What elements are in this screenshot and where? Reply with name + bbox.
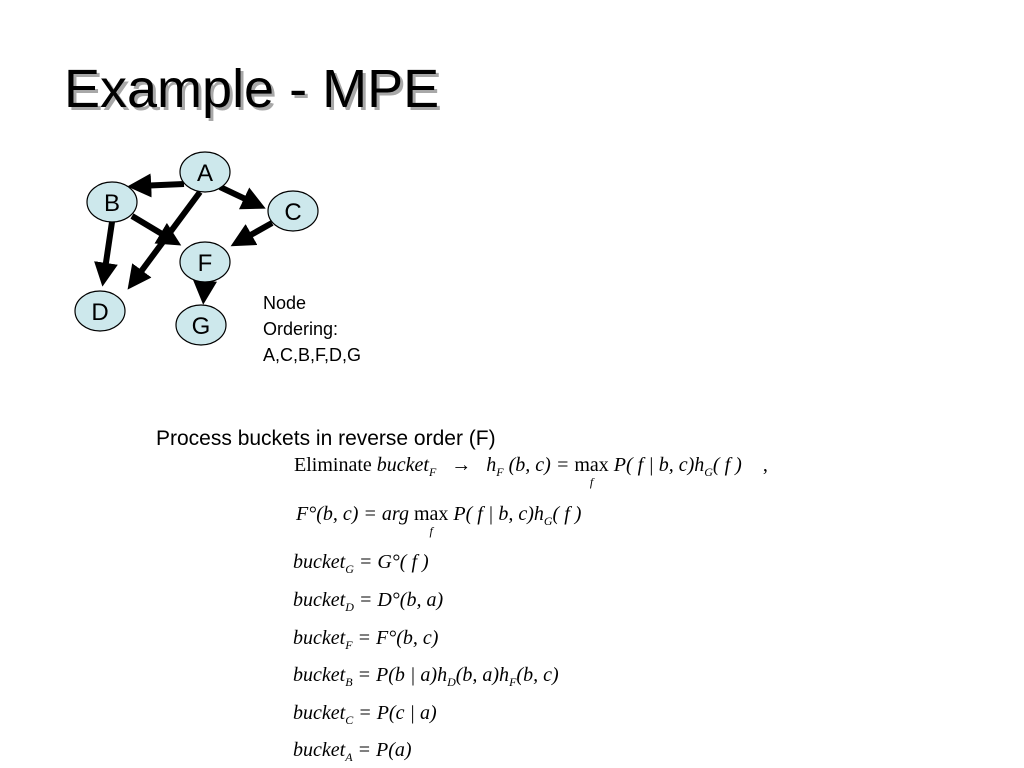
bucket-f-equation: bucketF = F°(b, c)	[293, 627, 439, 651]
ordering-line-2: Ordering:	[263, 319, 339, 339]
eliminate-rhs-end: ( f )	[712, 454, 742, 476]
node-a-label: A	[197, 160, 213, 187]
bucket-c-rhs: = P(c | a)	[358, 702, 437, 724]
bayesian-network-graph: A B C F D G	[74, 151, 319, 346]
bucket-c-equation: bucketC = P(c | a)	[293, 702, 437, 726]
edge-a-c	[218, 184, 266, 210]
eliminate-h: h	[486, 454, 497, 476]
bucket-b-rhs: = P(b | a)h	[357, 664, 448, 686]
eliminate-args: (b, c) =	[508, 454, 570, 476]
bucket-g-equation: bucketG = G°( f )	[293, 551, 429, 575]
eliminate-rhs-sub: G	[704, 465, 713, 479]
edge-f-g	[193, 279, 217, 305]
argmax-max-operator: max f	[413, 503, 449, 537]
bucket-c-name: bucket	[293, 702, 346, 724]
graph-nodes: A B C F D G	[74, 151, 319, 346]
node-d: D	[74, 290, 126, 332]
eliminate-rhs: P( f | b, c)h	[613, 454, 705, 476]
bucket-d-rhs: = D°(b, a)	[358, 589, 444, 611]
bucket-c-sub: C	[345, 713, 354, 727]
bucket-b-rhs-sub2: F	[509, 675, 517, 689]
edge-a-b	[127, 173, 185, 198]
eliminate-h-sub: F	[496, 465, 504, 479]
node-f: F	[179, 241, 231, 283]
bucket-g-name: bucket	[293, 551, 346, 573]
node-g-label: G	[192, 313, 211, 340]
node-b-label: B	[104, 190, 120, 217]
edge-c-f	[230, 220, 274, 247]
bucket-b-rhs-sub: D	[447, 675, 456, 689]
bucket-a-sub: A	[345, 750, 353, 764]
node-d-label: D	[91, 299, 108, 326]
node-g: G	[175, 304, 227, 346]
node-f-label: F	[198, 250, 213, 277]
bucket-d-equation: bucketD = D°(b, a)	[293, 589, 444, 613]
eliminate-max: max	[574, 454, 609, 476]
argmax-max-under: f	[429, 524, 433, 538]
ordering-line-3: A,C,B,F,D,G	[263, 345, 362, 365]
bucket-a-name: bucket	[293, 739, 346, 761]
bucket-b-sub: B	[345, 675, 353, 689]
eliminate-prefix: Eliminate	[294, 454, 372, 476]
argmax-max: max	[413, 503, 449, 525]
bucket-g-sub: G	[345, 562, 354, 576]
bucket-b-name: bucket	[293, 664, 346, 686]
node-a: A	[179, 151, 231, 193]
argmax-lhs: F°(b, c) = arg	[296, 503, 409, 525]
eliminate-max-operator: max f	[574, 454, 609, 488]
bucket-a-equation: bucketA = P(a)	[293, 739, 412, 763]
argmax-rhs-end: ( f )	[552, 503, 582, 525]
bucket-a-rhs: = P(a)	[357, 739, 412, 761]
eliminate-trailing-comma: ,	[762, 454, 768, 476]
bucket-d-sub: D	[345, 600, 354, 614]
node-c: C	[267, 190, 319, 232]
node-c-label: C	[284, 199, 301, 226]
bucket-d-name: bucket	[293, 589, 346, 611]
process-instruction: Process buckets in reverse order (F)	[156, 427, 496, 450]
eliminate-bucket: bucket	[376, 454, 429, 476]
bucket-f-rhs: = F°(b, c)	[357, 627, 439, 649]
eliminate-max-under: f	[589, 475, 594, 489]
edge-b-f	[130, 213, 182, 246]
edge-b-d	[94, 221, 118, 287]
eliminate-equation: Eliminate bucketF → hF (b, c) = max f P(…	[294, 454, 768, 488]
argmax-rhs-sub: G	[543, 514, 553, 528]
argmax-equation: F°(b, c) = arg max f P( f | b, c)hG( f )	[296, 503, 582, 537]
ordering-line-1: Node	[263, 293, 307, 313]
eliminate-arrow: →	[451, 454, 472, 476]
bucket-g-rhs: = G°( f )	[358, 551, 429, 573]
eliminate-bucket-sub: F	[428, 465, 437, 479]
slide-title: Example - MPE	[64, 59, 440, 119]
bucket-b-equation: bucketB = P(b | a)hD(b, a)hF(b, c)	[293, 664, 559, 688]
node-ordering-note: Node Ordering: A,C,B,F,D,G	[263, 290, 361, 368]
bucket-b-rhs-end: (b, c)	[516, 664, 559, 686]
argmax-rhs: P( f | b, c)h	[453, 503, 544, 525]
node-b: B	[86, 181, 138, 223]
bucket-f-name: bucket	[293, 627, 346, 649]
bucket-b-rhs-mid: (b, a)h	[455, 664, 510, 686]
bucket-f-sub: F	[345, 638, 353, 652]
graph-edges	[94, 173, 274, 305]
